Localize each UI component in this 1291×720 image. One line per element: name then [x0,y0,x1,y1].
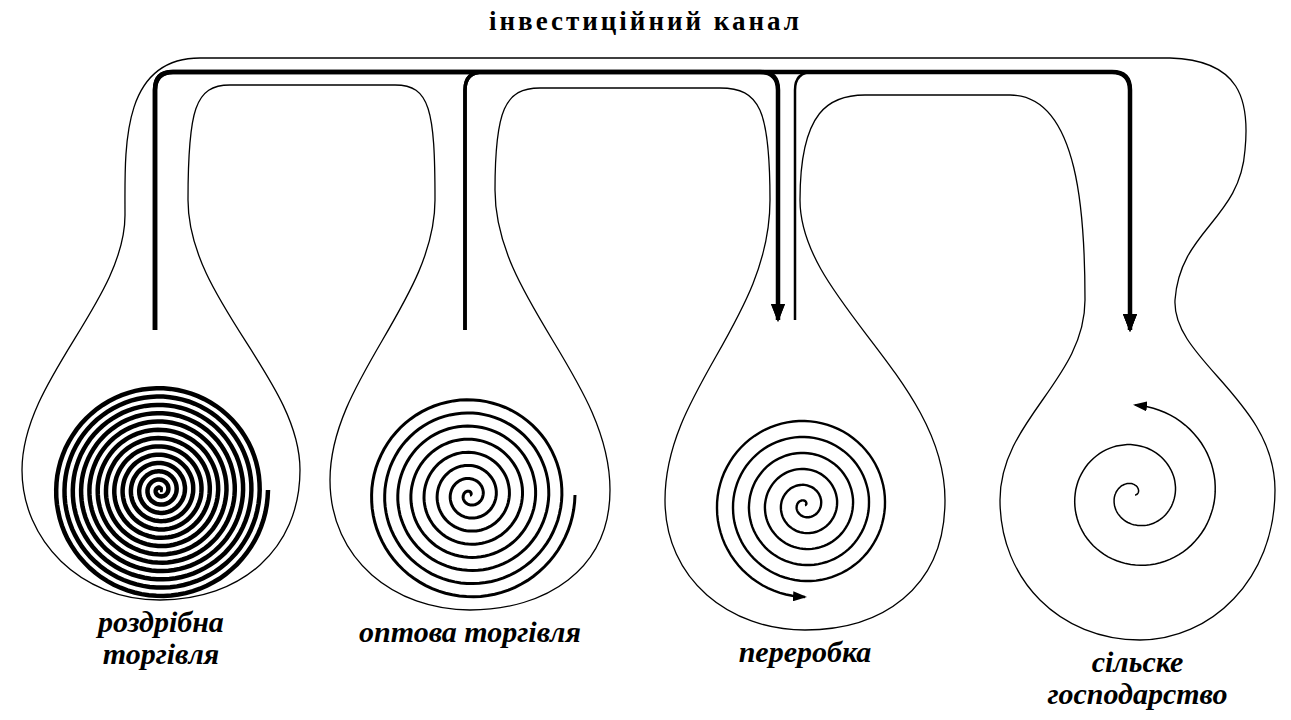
sector-label: роздрібна торгівля [49,606,274,669]
spiral-illustration [1075,405,1216,565]
sector-label: переробка [693,636,918,668]
channel-outline [22,58,1275,640]
spiral-illustration [372,400,575,597]
investment-flow-arrow [155,72,1130,330]
investment-flow-arrow [465,72,778,330]
spiral-illustration [56,388,268,596]
sector-label: оптова торгівля [358,616,583,648]
sector-bulb: переробка [665,320,945,630]
sector-bulb: роздрібна торгівля [22,330,300,600]
diagram-title: інвестиційний канал [0,6,1291,37]
sector-bulb: сільске господарство [1000,330,1275,640]
sector-label: сільске господарство [1025,646,1250,709]
spiral-illustration [717,421,885,597]
sector-bulb: оптова торгівля [330,330,610,610]
investment-flow-arrow [465,72,1130,330]
investment-flow-arrow [795,72,1130,330]
